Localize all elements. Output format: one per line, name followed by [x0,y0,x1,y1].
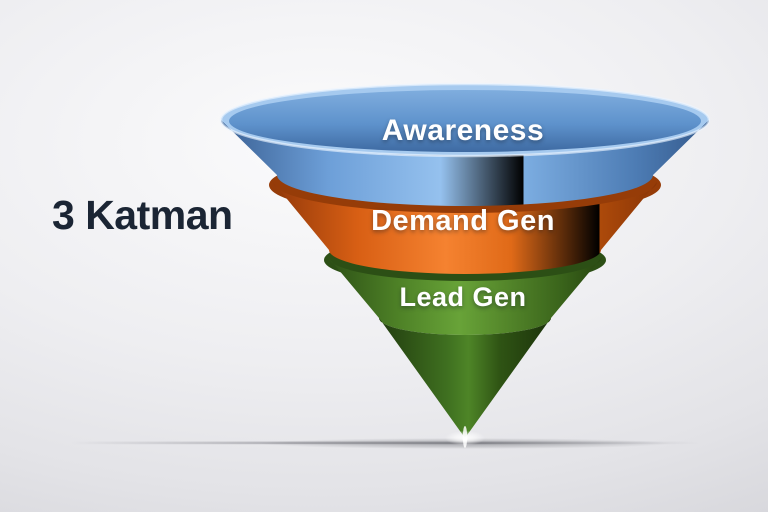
side-label: 3 Katman [52,192,233,238]
funnel-spout-cone [379,318,551,438]
tip-glow-core [462,436,468,442]
awareness-inside [229,90,701,152]
funnel-stage-awareness [219,82,711,206]
lead-gen-band [328,257,602,335]
awareness-band [221,120,709,206]
stage-label-lead-gen: Lead Gen [399,282,526,312]
stage-label-awareness: Awareness [382,114,544,147]
demand-gen-band [273,182,657,274]
stage-label-demand-gen: Demand Gen [371,205,555,237]
awareness-rim-highlight [219,82,711,158]
